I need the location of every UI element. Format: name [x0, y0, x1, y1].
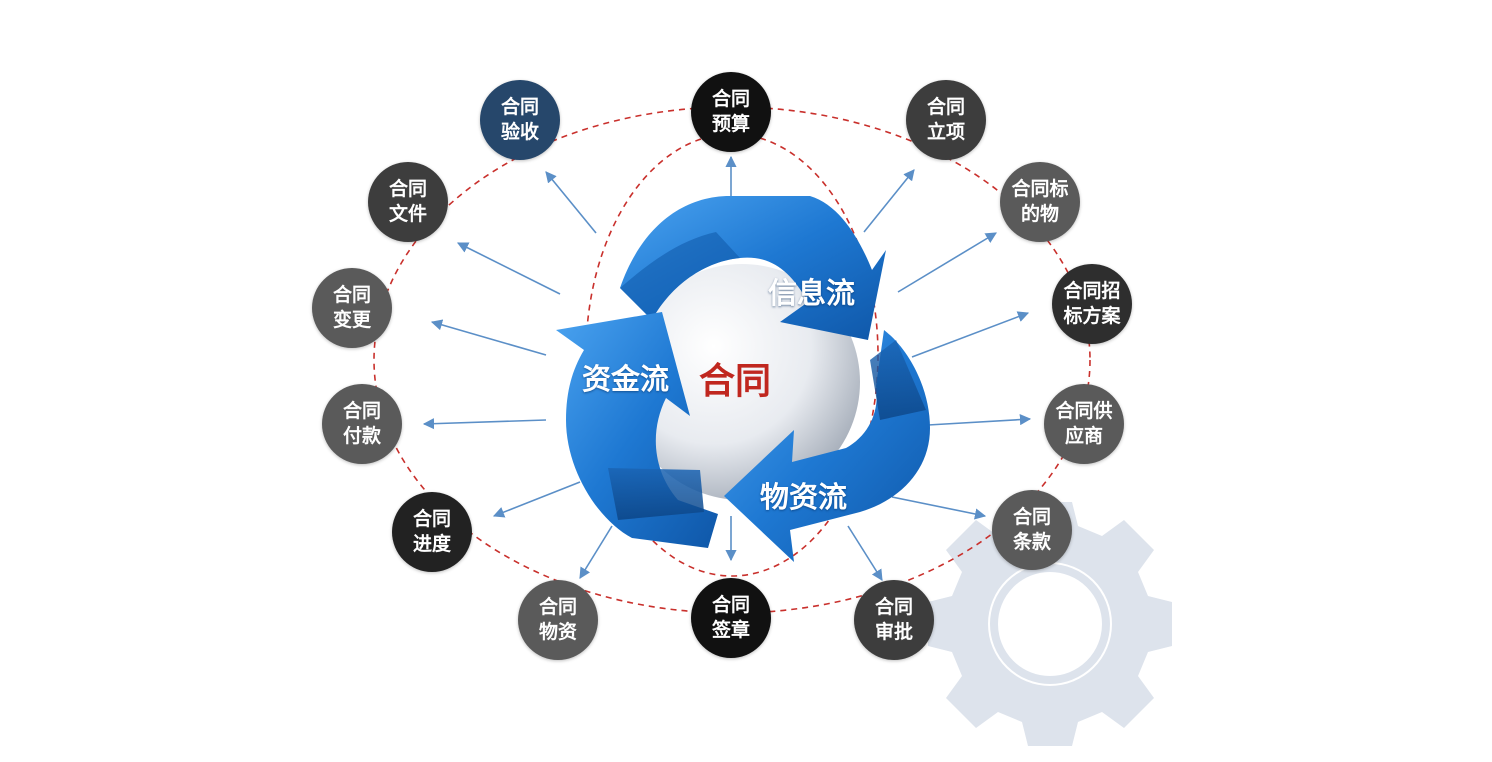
node-contract-subject: 合同标 的物 — [1000, 162, 1080, 242]
node-contract-budget: 合同 预算 — [691, 72, 771, 152]
node-label: 合同 立项 — [926, 96, 965, 143]
info-flow-label: 信息流 — [768, 276, 856, 310]
gear-icon — [928, 502, 1172, 746]
node-contract-clauses: 合同 条款 — [992, 490, 1072, 570]
arrow-to-file — [456, 242, 561, 295]
node-label: 合同 审批 — [874, 596, 913, 643]
node-contract-acceptance: 合同 验收 — [480, 80, 560, 160]
arrow-to-supplier — [927, 414, 1032, 426]
arrow-to-approval-project — [863, 169, 915, 233]
node-contract-material: 合同 物资 — [518, 580, 598, 660]
node-contract-file: 合同 文件 — [368, 162, 448, 242]
node-label: 合同标 的物 — [1011, 178, 1069, 225]
node-label: 合同 付款 — [342, 400, 381, 447]
node-contract-change: 合同 变更 — [312, 268, 392, 348]
outer-dashed-ring — [373, 106, 1091, 614]
arrow-to-review — [847, 525, 883, 581]
node-contract-tender: 合同招 标方案 — [1052, 264, 1132, 344]
arrow-to-payment — [422, 418, 547, 430]
node-label: 合同 签章 — [711, 594, 750, 641]
arrow-to-subject — [897, 232, 997, 293]
node-contract-seal: 合同 签章 — [691, 578, 771, 658]
arrow-to-tender — [911, 311, 1030, 358]
node-label: 合同 变更 — [332, 284, 371, 331]
arrow-to-acceptance — [545, 171, 597, 234]
node-label: 合同 条款 — [1012, 506, 1051, 553]
center-contract-label: 合同 — [699, 361, 772, 402]
node-contract-review: 合同 审批 — [854, 580, 934, 660]
node-contract-approval-project: 合同 立项 — [906, 80, 986, 160]
node-label: 合同 验收 — [500, 96, 539, 143]
arrow-to-material — [579, 525, 613, 579]
recycle-arrows-icon — [556, 196, 930, 562]
connector-arrows — [422, 155, 1032, 581]
material-flow-label: 物资流 — [760, 480, 848, 514]
node-contract-supplier: 合同供 应商 — [1044, 384, 1124, 464]
node-label: 合同供 应商 — [1055, 400, 1113, 447]
node-label: 合同 预算 — [711, 88, 750, 135]
node-contract-progress: 合同 进度 — [392, 492, 472, 572]
node-label: 合同 文件 — [388, 178, 427, 225]
node-contract-payment: 合同 付款 — [322, 384, 402, 464]
arrow-to-clauses — [891, 496, 987, 520]
capital-flow-label: 资金流 — [582, 362, 670, 396]
node-label: 合同招 标方案 — [1063, 280, 1121, 327]
arrow-to-progress — [492, 481, 581, 518]
arrow-to-change — [430, 319, 547, 356]
node-label: 合同 物资 — [538, 596, 577, 643]
node-label: 合同 进度 — [412, 508, 451, 555]
